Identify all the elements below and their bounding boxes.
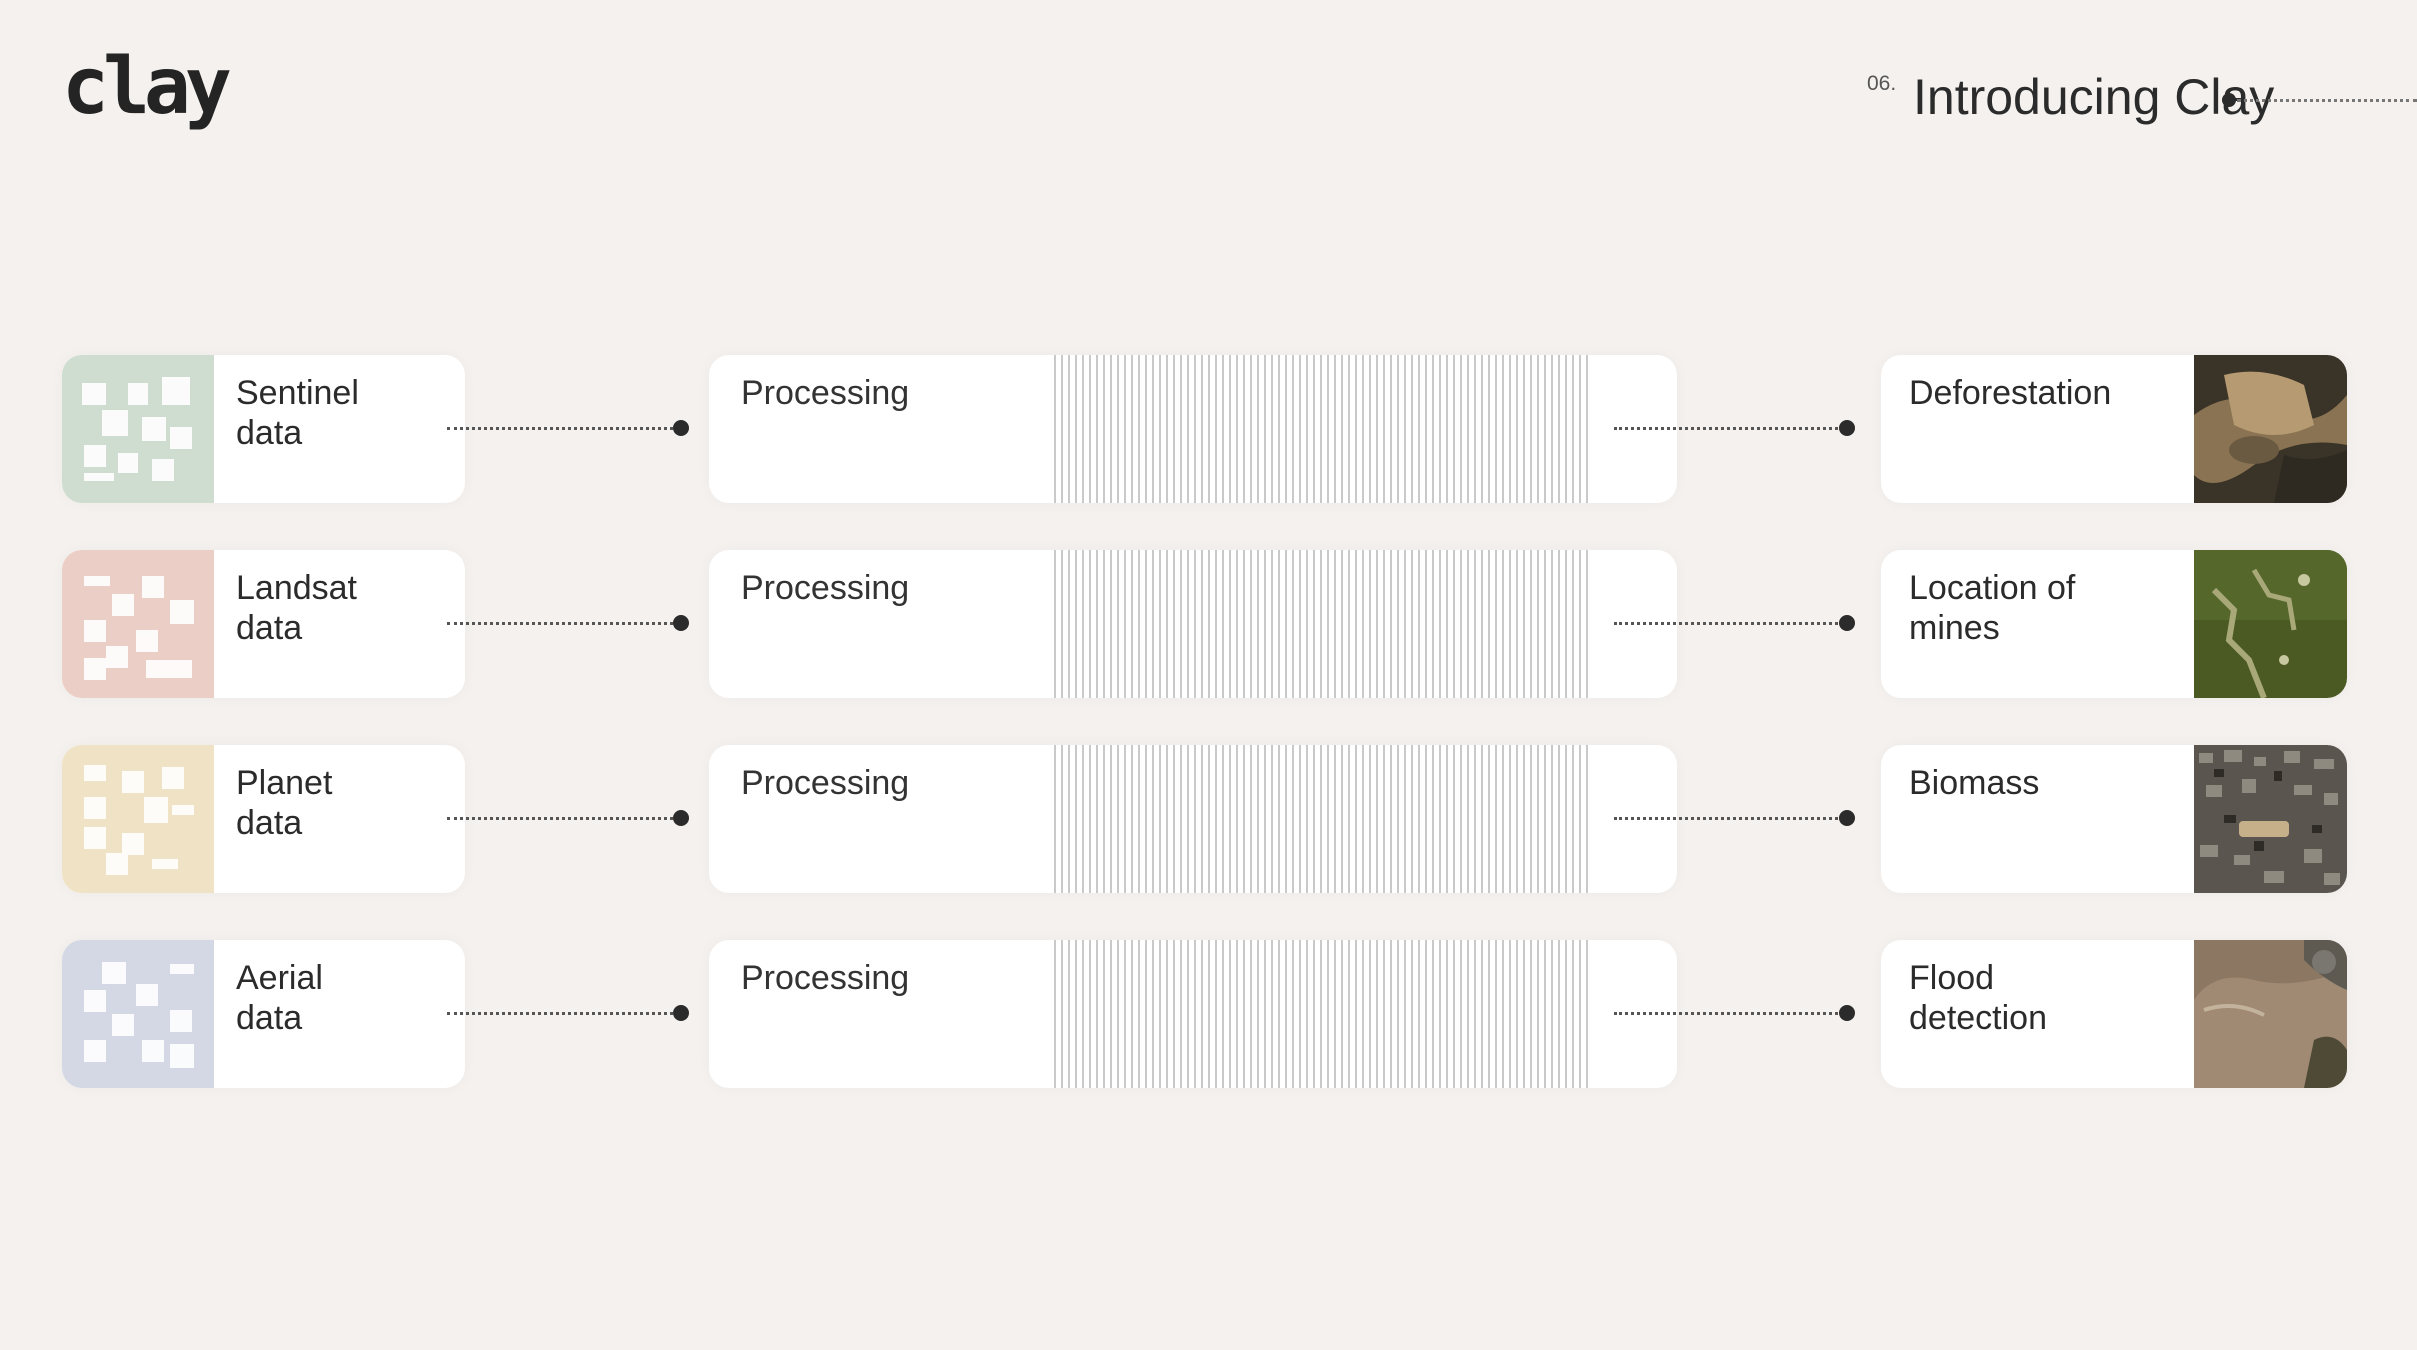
connector-dot-icon (673, 810, 689, 826)
output-label: Flood detection (1909, 959, 2047, 1037)
satellite-mines-image-icon (2194, 550, 2347, 698)
connector-dot-icon (1839, 420, 1855, 436)
satellite-biomass-image-icon (2194, 745, 2347, 893)
processing-card: Processing (709, 940, 1677, 1088)
pipeline-row-landsat: Landsat data Processing Location of mine… (0, 550, 2417, 698)
output-card: Biomass (1881, 745, 2347, 893)
connector-line (447, 817, 679, 820)
connector-line (1614, 427, 1844, 430)
pixel-grid-icon (62, 355, 214, 503)
output-label: Biomass (1909, 764, 2040, 802)
slide-number: 06. (1867, 72, 1897, 95)
pipeline-row-sentinel: Sentinel data Processing Deforestation (0, 355, 2417, 503)
connector-dot-icon (673, 1005, 689, 1021)
source-card: Planet data (62, 745, 465, 893)
satellite-flood-image-icon (2194, 940, 2347, 1088)
output-card: Deforestation (1881, 355, 2347, 503)
pixel-grid-icon (62, 745, 214, 893)
connector-line (447, 1012, 679, 1015)
processing-stripes (1054, 745, 1591, 893)
processing-label: Processing (741, 959, 910, 997)
source-label: Sentinel data (236, 374, 359, 452)
processing-card: Processing (709, 355, 1677, 503)
connector-dot-icon (673, 615, 689, 631)
source-label: Aerial data (236, 959, 323, 1037)
processing-stripes (1054, 355, 1591, 503)
header-dot-icon (2222, 93, 2236, 107)
connector-line (447, 427, 679, 430)
connector-dot-icon (1839, 1005, 1855, 1021)
source-label: Planet data (236, 764, 333, 842)
connector-dot-icon (1839, 615, 1855, 631)
processing-stripes (1054, 940, 1591, 1088)
processing-label: Processing (741, 374, 910, 412)
source-card: Landsat data (62, 550, 465, 698)
source-label: Landsat data (236, 569, 357, 647)
pipeline-row-aerial: Aerial data Processing Flood detection (0, 940, 2417, 1088)
processing-stripes (1054, 550, 1591, 698)
connector-dot-icon (1839, 810, 1855, 826)
clay-logo: clay (62, 42, 232, 132)
connector-line (1614, 1012, 1844, 1015)
header-dotted-line (2237, 99, 2417, 102)
pipeline-row-planet: Planet data Processing Biomass (0, 745, 2417, 893)
output-label: Deforestation (1909, 374, 2112, 412)
connector-line (447, 622, 679, 625)
processing-card: Processing (709, 745, 1677, 893)
processing-card: Processing (709, 550, 1677, 698)
processing-label: Processing (741, 569, 910, 607)
slide-title: Introducing Clay (1913, 69, 2275, 125)
processing-label: Processing (741, 764, 910, 802)
connector-line (1614, 817, 1844, 820)
satellite-deforestation-image-icon (2194, 355, 2347, 503)
output-card: Location of mines (1881, 550, 2347, 698)
pixel-grid-icon (62, 940, 214, 1088)
source-card: Sentinel data (62, 355, 465, 503)
output-label: Location of mines (1909, 569, 2076, 647)
output-card: Flood detection (1881, 940, 2347, 1088)
connector-dot-icon (673, 420, 689, 436)
pixel-grid-icon (62, 550, 214, 698)
connector-line (1614, 622, 1844, 625)
slide-header: 06. Introducing Clay (1857, 62, 2417, 125)
source-card: Aerial data (62, 940, 465, 1088)
